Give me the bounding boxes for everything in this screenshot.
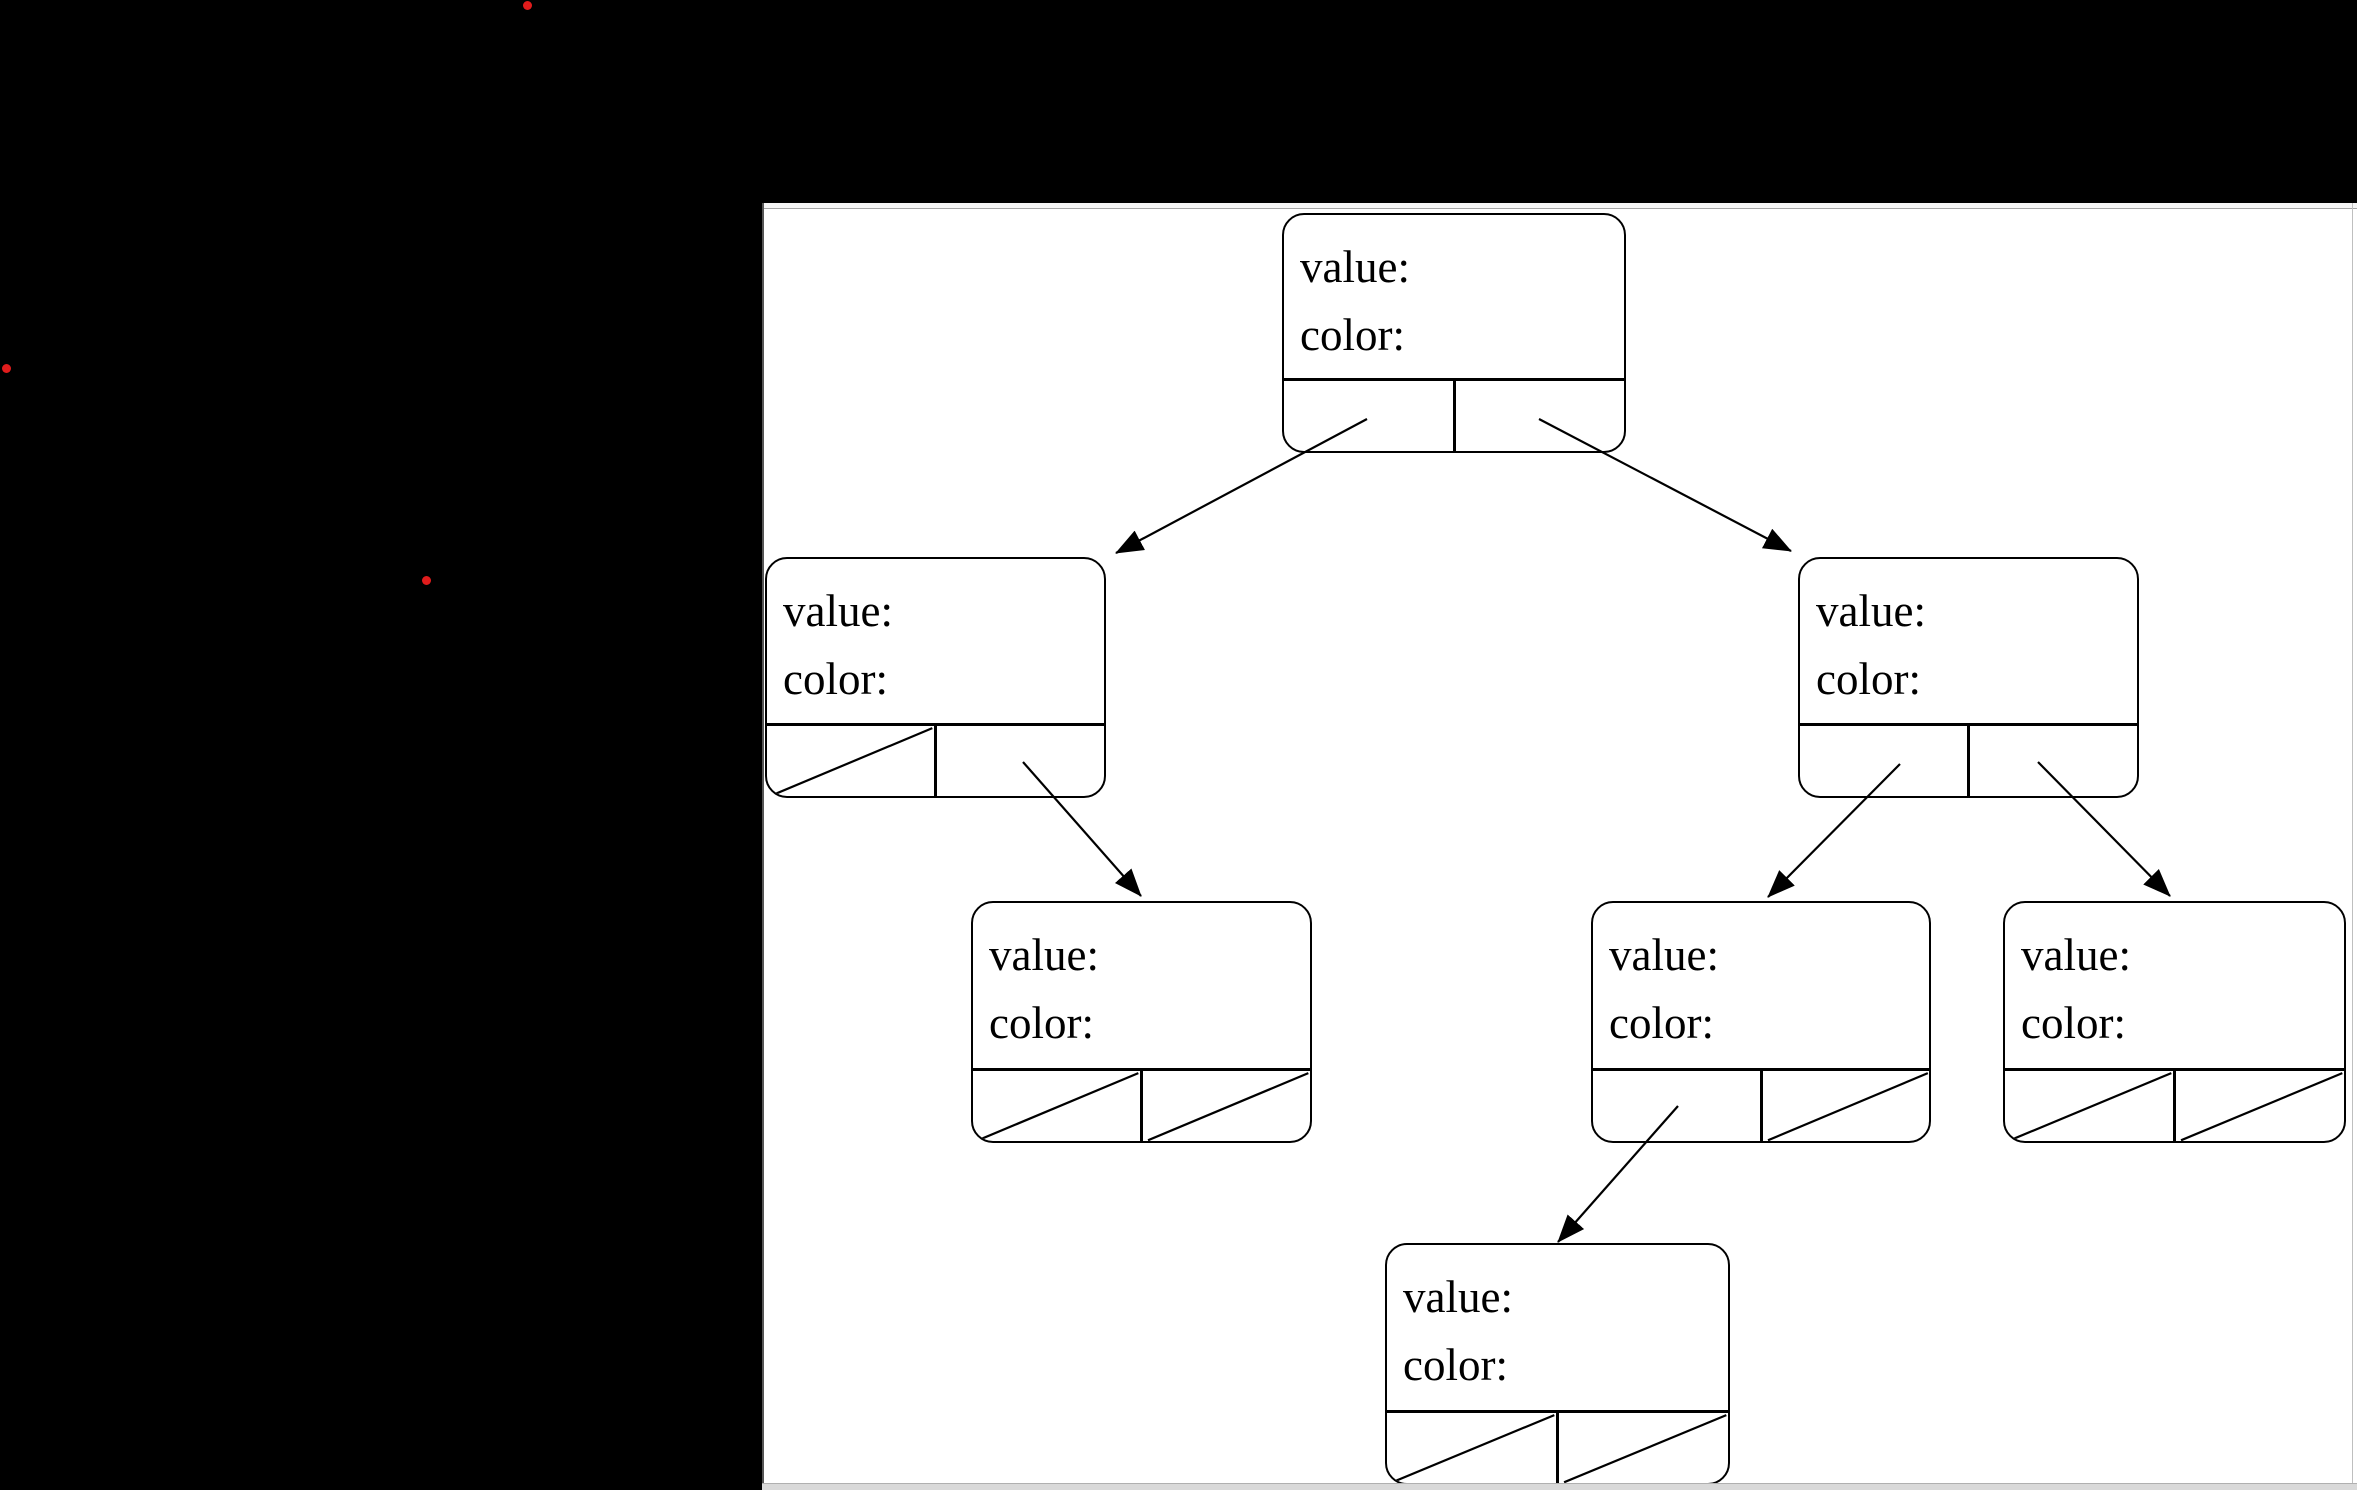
red-dot xyxy=(421,575,431,585)
node-left-pointer-cell xyxy=(1593,1071,1763,1141)
node-color-label: color: xyxy=(783,654,888,704)
node-left-pointer-cell xyxy=(1800,726,1970,796)
node-left-pointer-cell xyxy=(2005,1071,2176,1141)
null-slash-icon xyxy=(1387,1413,1556,1483)
node-color-label: color: xyxy=(1816,654,1921,704)
tree-node-left-right-grandchild: value: color: xyxy=(971,901,1312,1143)
null-slash-icon xyxy=(2005,1071,2173,1141)
node-fields: value: color: xyxy=(1800,559,2137,723)
node-pointer-row xyxy=(973,1068,1310,1141)
tree-node-root: value: color: xyxy=(1282,213,1626,453)
null-slash-icon xyxy=(973,1071,1140,1141)
node-left-pointer-cell xyxy=(1284,381,1456,451)
node-pointer-row xyxy=(2005,1068,2344,1141)
node-value-label: value: xyxy=(1403,1272,1513,1322)
panel-left-edge xyxy=(762,203,764,1490)
node-pointer-row xyxy=(1284,378,1624,451)
node-value-label: value: xyxy=(1609,930,1719,980)
null-slash-icon xyxy=(1763,1071,1930,1141)
node-left-pointer-cell xyxy=(767,726,937,796)
node-right-pointer-cell xyxy=(1970,726,2137,796)
node-fields: value: color: xyxy=(767,559,1104,723)
node-value-label: value: xyxy=(1300,242,1410,292)
null-slash-icon xyxy=(767,726,934,796)
node-left-pointer-cell xyxy=(973,1071,1143,1141)
tree-node-right-right-grandchild: value: color: xyxy=(2003,901,2346,1143)
panel-bottom-edge xyxy=(762,1483,2357,1490)
node-right-pointer-cell xyxy=(1456,381,1625,451)
node-value-label: value: xyxy=(989,930,1099,980)
tree-node-right-left-grandchild: value: color: xyxy=(1591,901,1931,1143)
node-pointer-row xyxy=(1800,723,2137,796)
node-fields: value: color: xyxy=(2005,903,2344,1068)
node-right-pointer-cell xyxy=(1763,1071,1930,1141)
null-slash-icon xyxy=(2176,1071,2344,1141)
node-right-pointer-cell xyxy=(2176,1071,2344,1141)
node-color-label: color: xyxy=(1609,998,1714,1048)
node-fields: value: color: xyxy=(1284,215,1624,378)
node-pointer-row xyxy=(1387,1410,1728,1483)
tree-node-right-left-left-greatgrandchild: value: color: xyxy=(1385,1243,1730,1485)
node-right-pointer-cell xyxy=(1559,1413,1728,1483)
node-left-pointer-cell xyxy=(1387,1413,1559,1483)
node-pointer-row xyxy=(1593,1068,1929,1141)
node-fields: value: color: xyxy=(1593,903,1929,1068)
node-fields: value: color: xyxy=(1387,1245,1728,1410)
node-value-label: value: xyxy=(2021,930,2131,980)
node-color-label: color: xyxy=(2021,998,2126,1048)
node-right-pointer-cell xyxy=(937,726,1104,796)
panel-right-edge xyxy=(2352,203,2353,1490)
node-color-label: color: xyxy=(989,998,1094,1048)
node-value-label: value: xyxy=(783,586,893,636)
tree-node-right-child: value: color: xyxy=(1798,557,2139,798)
tree-node-left-child: value: color: xyxy=(765,557,1106,798)
node-right-pointer-cell xyxy=(1143,1071,1310,1141)
node-fields: value: color: xyxy=(973,903,1310,1068)
node-color-label: color: xyxy=(1300,310,1405,360)
null-slash-icon xyxy=(1143,1071,1310,1141)
node-value-label: value: xyxy=(1816,586,1926,636)
node-color-label: color: xyxy=(1403,1340,1508,1390)
red-dot xyxy=(522,0,532,10)
null-slash-icon xyxy=(1559,1413,1728,1483)
red-dot xyxy=(1,363,11,373)
panel-top-edge xyxy=(762,203,2357,209)
node-pointer-row xyxy=(767,723,1104,796)
